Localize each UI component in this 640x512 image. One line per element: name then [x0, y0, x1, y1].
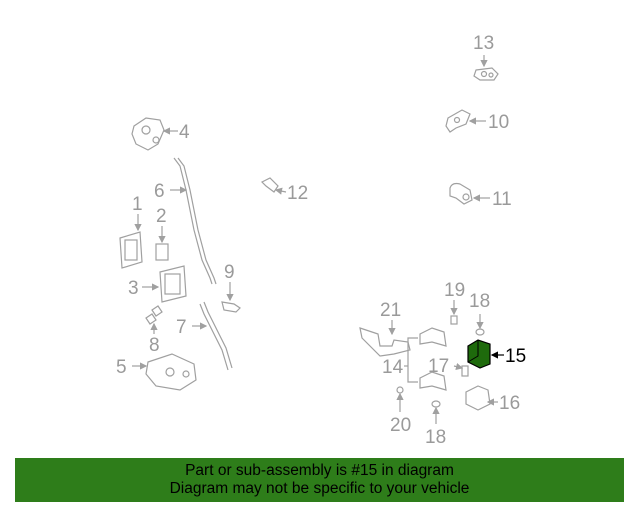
callout-3: 3: [128, 278, 139, 299]
part-3[interactable]: 3: [128, 265, 187, 303]
part-21[interactable]: 21: [359, 300, 411, 357]
part-5[interactable]: 5: [116, 353, 197, 391]
part-6[interactable]: 6: [154, 157, 217, 285]
part-7[interactable]: 7: [176, 301, 233, 371]
callout-18-upper: 18: [469, 291, 490, 312]
part-9[interactable]: 9: [221, 262, 241, 313]
part-15-highlighted[interactable]: 15: [467, 339, 526, 369]
callout-13: 13: [473, 33, 494, 54]
callout-21: 21: [380, 300, 401, 321]
part-12[interactable]: 12: [260, 177, 308, 204]
callout-6: 6: [154, 181, 165, 202]
callout-9: 9: [224, 262, 235, 283]
part-2[interactable]: 2: [155, 206, 169, 261]
callout-5: 5: [116, 357, 127, 378]
part-13[interactable]: 13: [473, 33, 499, 81]
part-1[interactable]: 1: [119, 194, 143, 269]
callout-20: 20: [390, 415, 411, 436]
info-banner: Part or sub-assembly is #15 in diagram D…: [15, 458, 624, 502]
callout-12: 12: [287, 183, 308, 204]
callout-16: 16: [499, 393, 520, 414]
callout-8: 8: [149, 335, 160, 356]
part-18-lower[interactable]: 18: [425, 400, 446, 448]
callout-11: 11: [492, 189, 512, 210]
banner-line-2: Diagram may not be specific to your vehi…: [169, 480, 470, 497]
part-18-upper[interactable]: 18: [469, 291, 490, 336]
callout-14: 14: [382, 357, 404, 378]
part-8[interactable]: 8: [145, 305, 163, 356]
part-14[interactable]: 14: [382, 327, 447, 391]
callout-15: 15: [505, 346, 526, 367]
callout-17: 17: [428, 356, 449, 377]
callout-1: 1: [132, 194, 143, 215]
part-16[interactable]: 16: [465, 385, 520, 414]
callout-7: 7: [176, 317, 187, 338]
callout-10: 10: [488, 112, 509, 133]
part-4[interactable]: 4: [131, 117, 190, 151]
callout-4: 4: [179, 122, 190, 143]
part-20[interactable]: 20: [390, 386, 411, 436]
banner-line-1: Part or sub-assembly is #15 in diagram: [185, 462, 454, 479]
callout-19: 19: [444, 280, 465, 301]
part-17[interactable]: 17: [428, 356, 469, 377]
part-10[interactable]: 10: [445, 109, 509, 133]
part-19[interactable]: 19: [444, 280, 465, 325]
callout-2: 2: [156, 206, 167, 227]
callout-18-lower: 18: [425, 427, 446, 448]
part-11[interactable]: 11: [449, 182, 512, 211]
